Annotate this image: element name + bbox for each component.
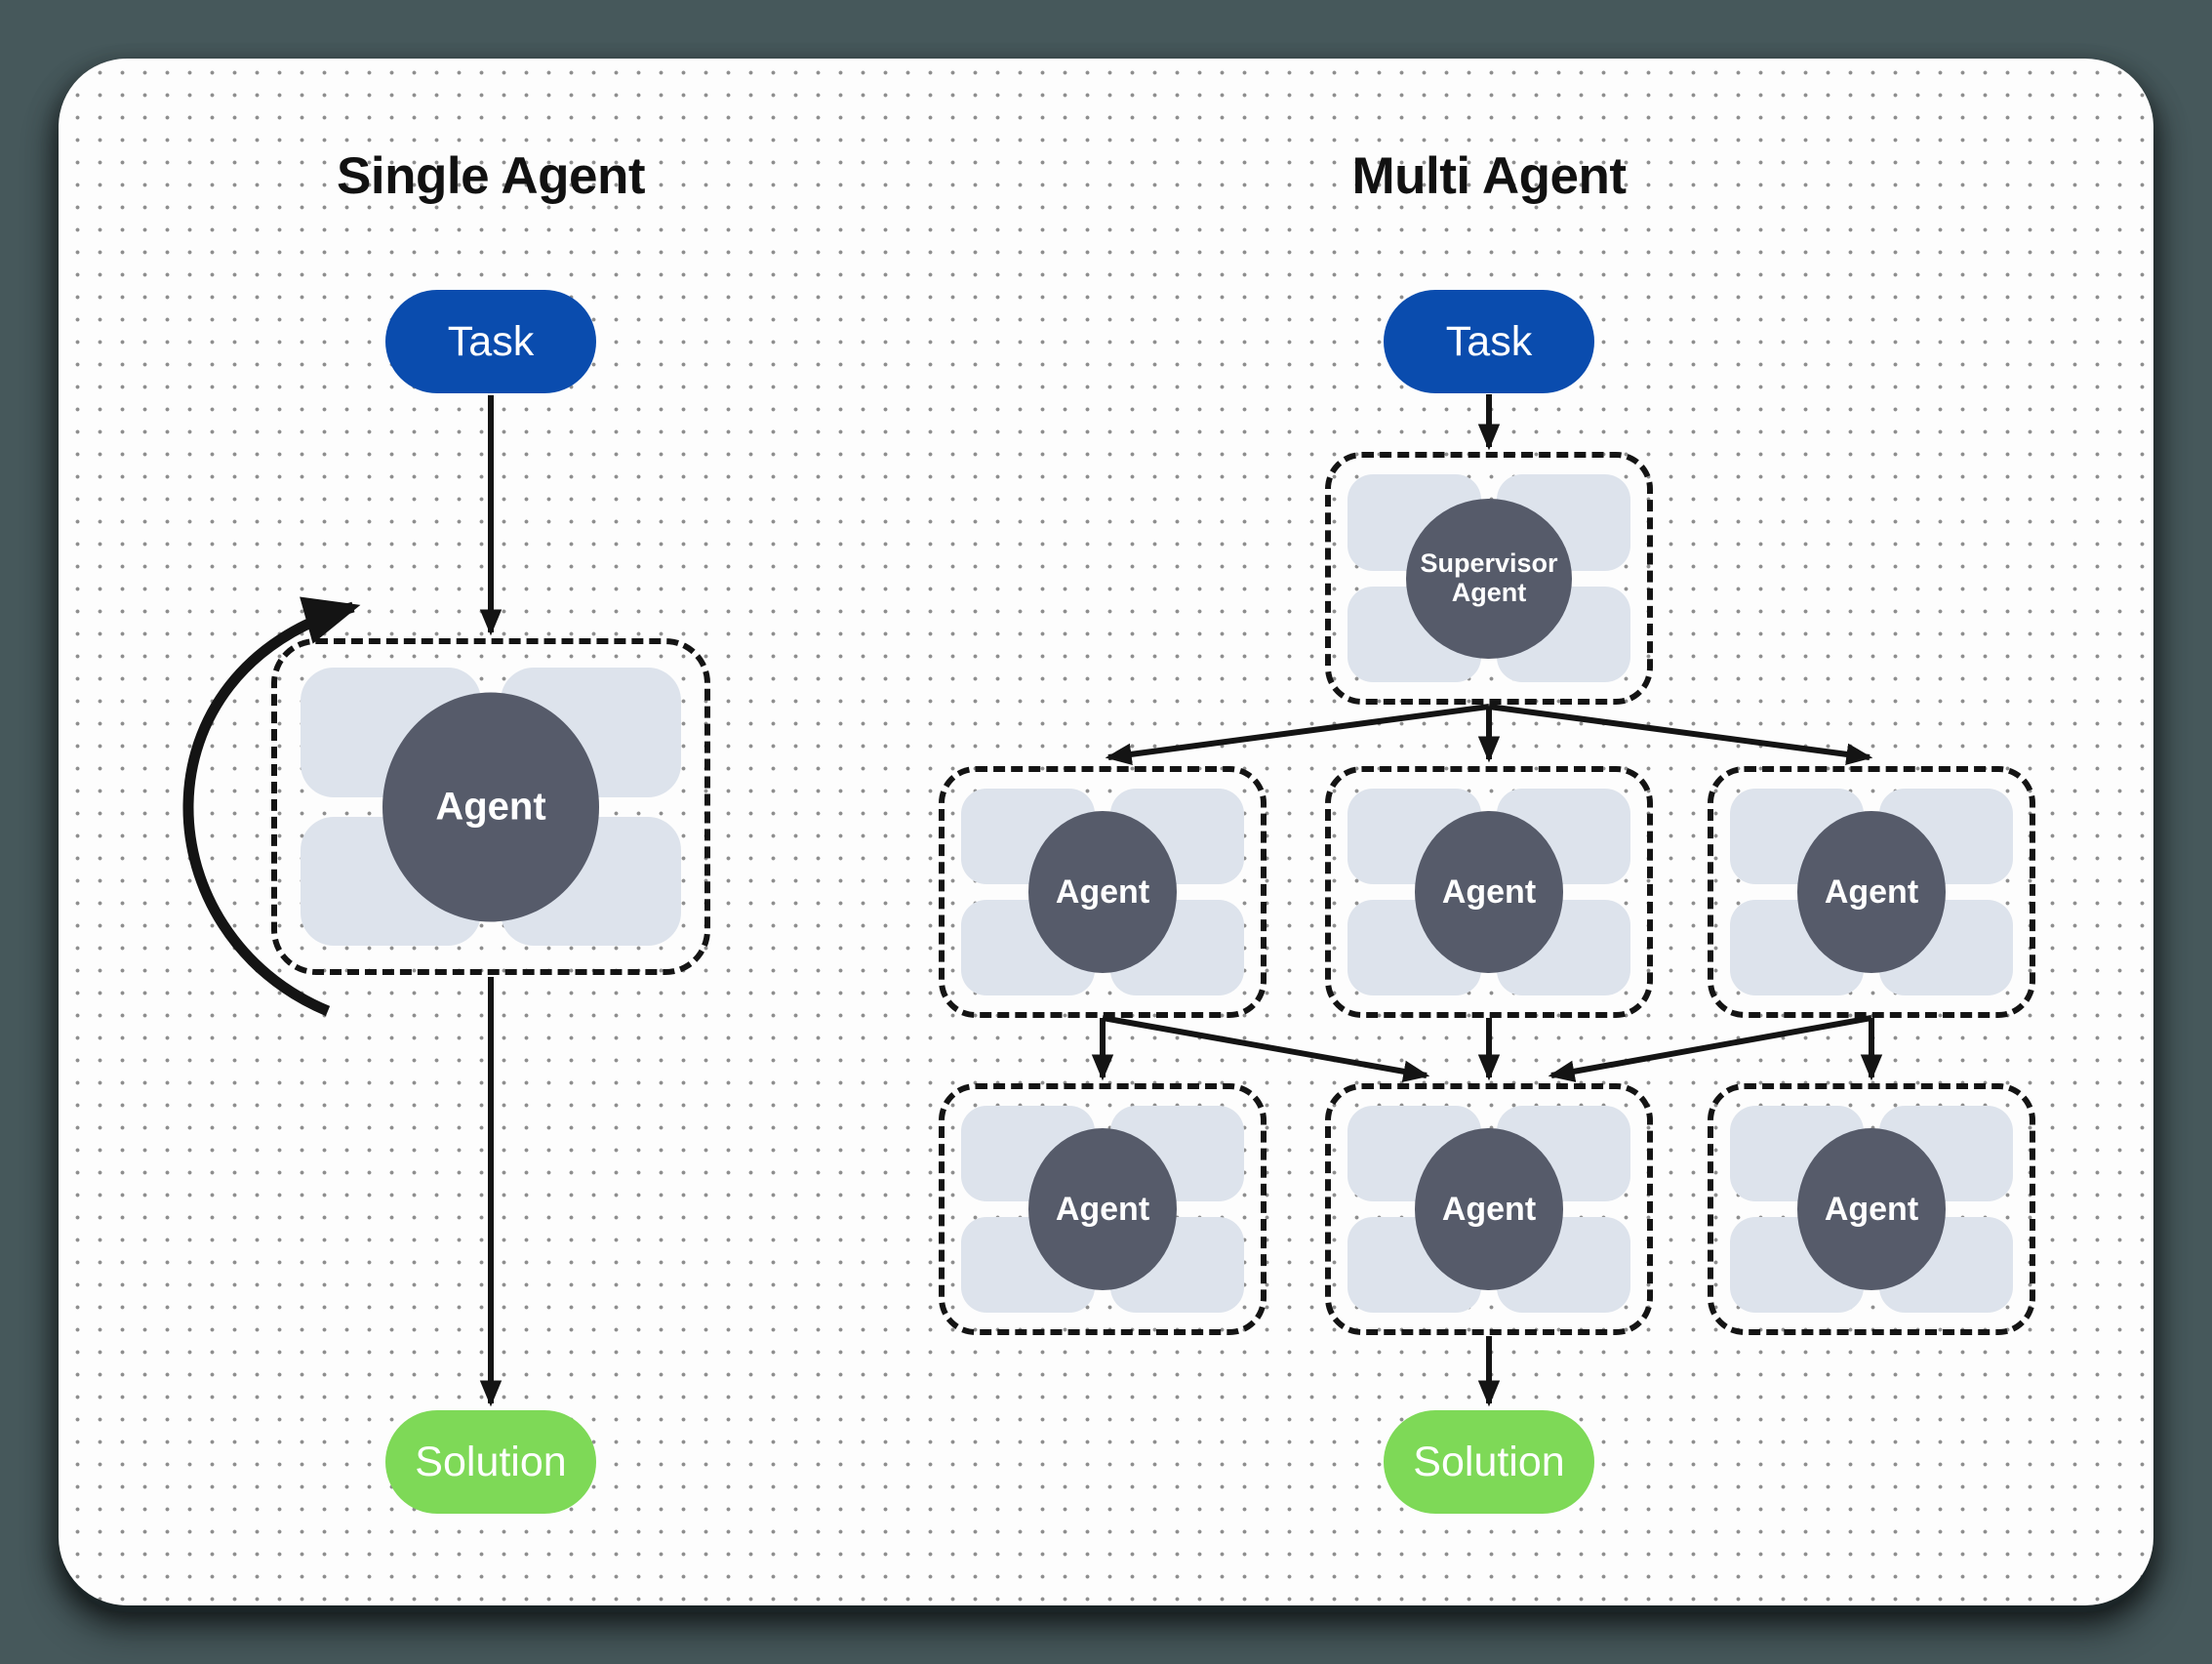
agent-box-row1-middle: Agent bbox=[1325, 766, 1653, 1018]
agent-box-row1-left: Agent bbox=[939, 766, 1267, 1018]
single-agent-title: Single Agent bbox=[337, 147, 645, 205]
agent-box-row1-right: Agent bbox=[1708, 766, 2035, 1018]
multi-agent-title: Multi Agent bbox=[1351, 147, 1627, 205]
arrow-supervisor-to-agent-right bbox=[1488, 704, 1873, 766]
single-task-label: Task bbox=[447, 317, 535, 365]
agent-circle: Agent bbox=[1797, 1128, 1946, 1290]
supervisor-agent-label: Supervisor Agent bbox=[1420, 548, 1558, 607]
agent-label: Agent bbox=[1441, 873, 1537, 911]
single-agent-circle: Agent bbox=[382, 692, 599, 921]
multi-solution-node: Solution bbox=[1384, 1410, 1594, 1514]
agent-circle: Agent bbox=[1028, 1128, 1177, 1290]
multi-task-node: Task bbox=[1384, 290, 1594, 393]
agent-circle: Agent bbox=[1415, 1128, 1563, 1290]
agent-circle: Agent bbox=[1415, 811, 1563, 973]
single-agent-label: Agent bbox=[435, 785, 546, 828]
single-solution-node: Solution bbox=[385, 1410, 596, 1514]
single-solution-label: Solution bbox=[415, 1438, 567, 1485]
agent-label: Agent bbox=[1055, 1190, 1150, 1228]
agent-label: Agent bbox=[1441, 1190, 1537, 1228]
supervisor-agent-circle: Supervisor Agent bbox=[1406, 498, 1572, 659]
agent-box-row2-middle: Agent bbox=[1325, 1083, 1653, 1335]
multi-solution-label: Solution bbox=[1413, 1438, 1565, 1485]
agent-label: Agent bbox=[1824, 1190, 1919, 1228]
agent-box-row2-right: Agent bbox=[1708, 1083, 2035, 1335]
supervisor-agent-box: Supervisor Agent bbox=[1325, 452, 1653, 705]
agent-label: Agent bbox=[1824, 873, 1919, 911]
arrow-row1-right-to-middle bbox=[1548, 1015, 1872, 1082]
single-task-node: Task bbox=[385, 290, 596, 393]
arrow-row1-left-to-middle bbox=[1102, 1015, 1430, 1082]
single-agent-box: Agent bbox=[271, 638, 710, 975]
agent-circle: Agent bbox=[1028, 811, 1177, 973]
agent-circle: Agent bbox=[1797, 811, 1946, 973]
arrow-supervisor-to-agent-left bbox=[1105, 704, 1490, 766]
agent-label: Agent bbox=[1055, 873, 1150, 911]
multi-task-label: Task bbox=[1445, 317, 1533, 365]
agent-box-row2-left: Agent bbox=[939, 1083, 1267, 1335]
